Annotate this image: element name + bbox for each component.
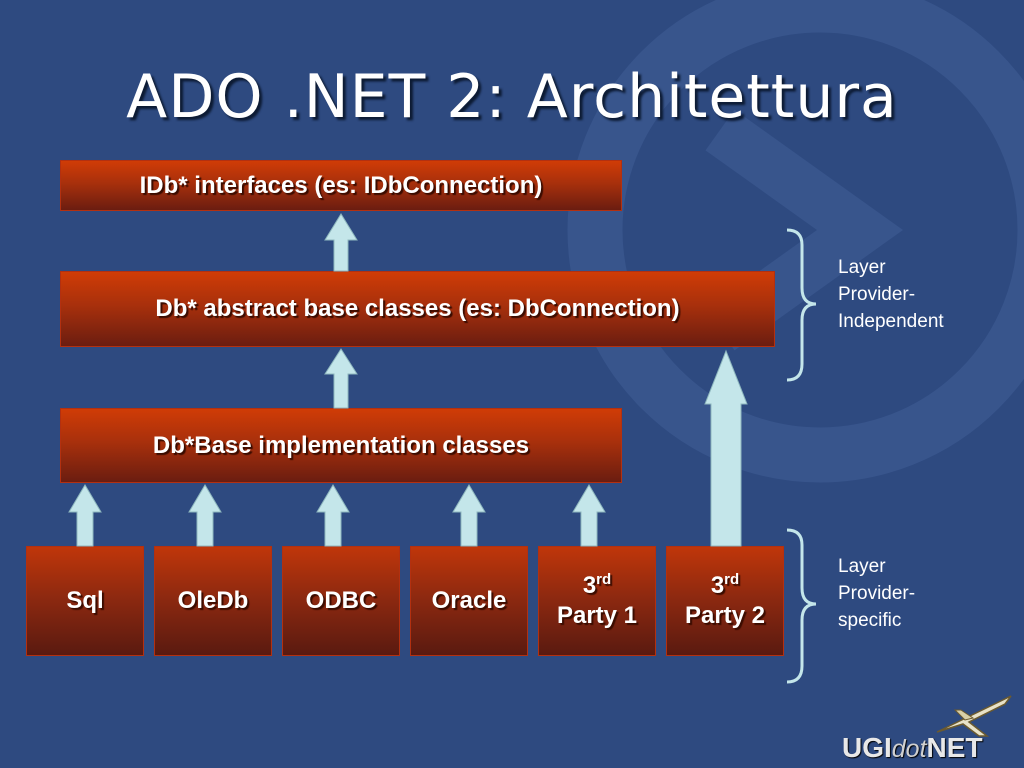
provider-label-oledb: OleDb bbox=[177, 587, 249, 614]
db-abstract-classes-box: Db* abstract base classes (es: DbConnect… bbox=[60, 271, 775, 347]
ugidotnet-logo: UGIdotNET bbox=[842, 732, 983, 763]
arrow-party2-to-abstract bbox=[704, 349, 748, 547]
label-provider-specific: Layer Provider- specific bbox=[838, 556, 916, 631]
db-abstract-classes-label: Db* abstract base classes (es: DbConnect… bbox=[155, 295, 680, 322]
provider-box-oledb: OleDb bbox=[154, 546, 272, 656]
arrow-sql-to-base bbox=[68, 484, 102, 547]
provider-label-odbc: ODBC bbox=[305, 587, 377, 614]
provider-ordinal: 3rd bbox=[582, 571, 612, 599]
provider-box-oracle: Oracle bbox=[410, 546, 528, 656]
db-base-implementation-label: Db*Base implementation classes bbox=[152, 431, 530, 459]
idb-interfaces-box: IDb* interfaces (es: IDbConnection) bbox=[60, 160, 622, 211]
provider-label-oracle: Oracle bbox=[431, 587, 507, 614]
glider-logo-icon bbox=[936, 695, 1012, 737]
slide-title: ADO .NET 2: Architettura bbox=[126, 62, 898, 132]
provider-label-sql: Sql bbox=[66, 587, 104, 614]
arrow-odbc-to-base bbox=[316, 484, 350, 547]
arrow-oledb-to-base bbox=[188, 484, 222, 547]
arrow-oracle-to-base bbox=[452, 484, 486, 547]
arrow-abstract-to-interfaces bbox=[324, 213, 358, 272]
label-provider-independent: Layer Provider- Independent bbox=[838, 257, 944, 332]
brace-independent bbox=[786, 228, 817, 382]
idb-interfaces-label: IDb* interfaces (es: IDbConnection) bbox=[139, 171, 543, 199]
provider-label-third-party-2: Party 2 bbox=[684, 602, 766, 629]
arrow-party1-to-base bbox=[572, 484, 606, 547]
brace-specific bbox=[786, 528, 817, 684]
arrow-base-to-abstract bbox=[324, 348, 358, 409]
provider-label-third-party-1: Party 1 bbox=[556, 602, 638, 629]
provider-ordinal: 3rd bbox=[710, 571, 740, 599]
provider-box-third-party-1: 3rd Party 1 bbox=[538, 546, 656, 656]
